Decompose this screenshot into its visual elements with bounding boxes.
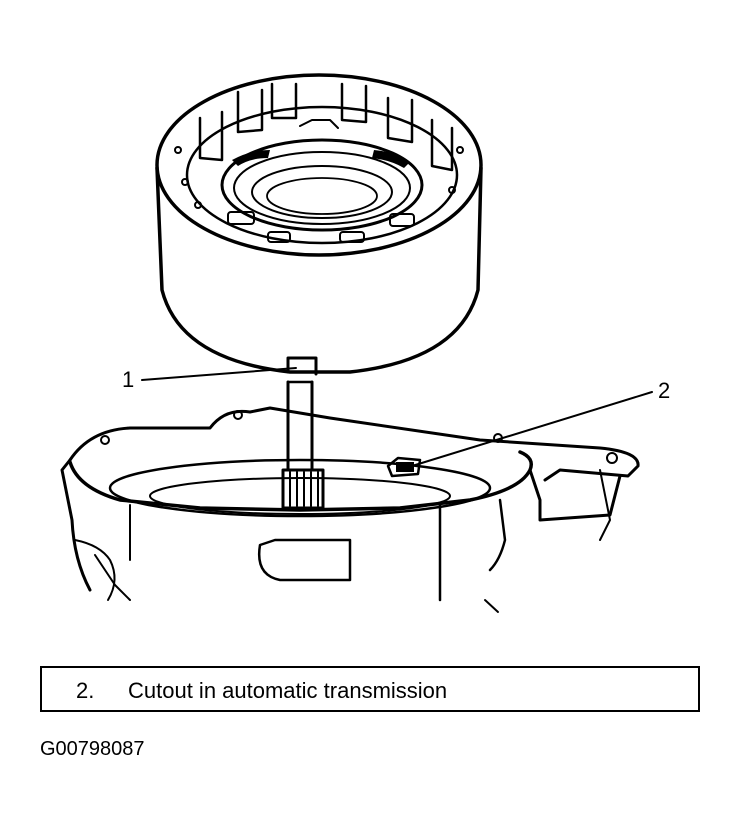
callout-2-leader (411, 391, 653, 467)
transmission-illustration (60, 73, 653, 613)
drum-housing (155, 73, 483, 376)
case-cutout (386, 456, 422, 478)
legend-box: 2. Cutout in automatic transmission (40, 666, 700, 712)
legend-item: 2. Cutout in automatic transmission (76, 678, 447, 704)
legend-item-text: Cutout in automatic transmission (128, 678, 448, 703)
transmission-case (60, 406, 640, 613)
callout-2-label: 2 (658, 378, 671, 403)
figure-id: G00798087 (40, 738, 145, 760)
callout-1-label: 1 (122, 367, 135, 392)
callout-1-leader (141, 367, 297, 381)
legend-item-number: 2. (76, 678, 95, 703)
input-shaft (281, 380, 325, 510)
